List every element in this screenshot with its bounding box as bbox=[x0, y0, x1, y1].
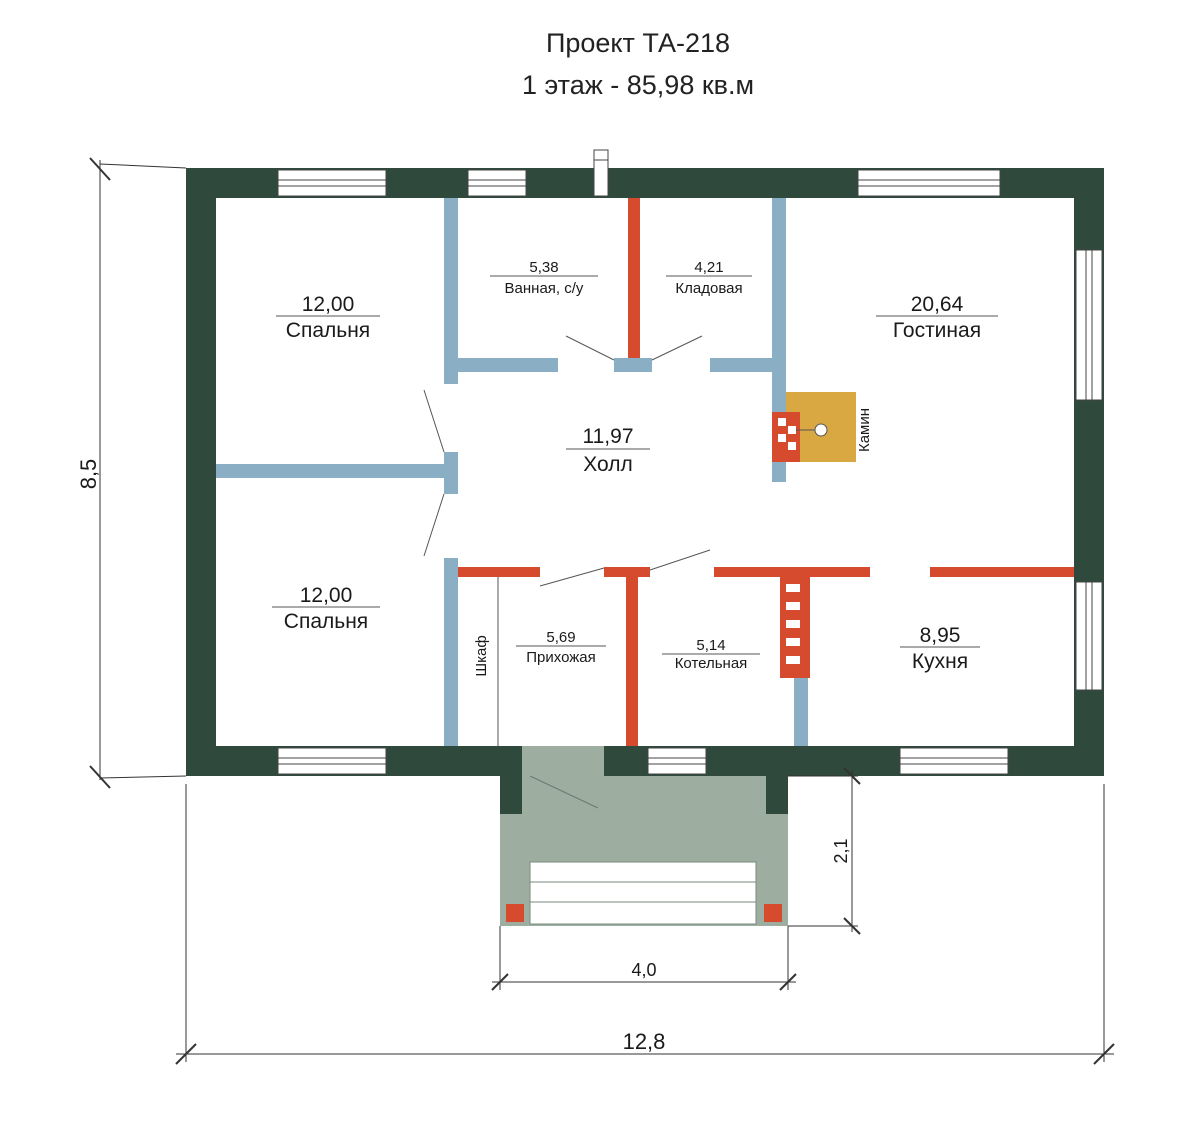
chimney-block bbox=[780, 577, 810, 678]
room-name: Котельная bbox=[675, 655, 748, 672]
dimension-porch-depth-label: 2,1 bbox=[831, 838, 851, 863]
room-name: Холл bbox=[583, 453, 633, 476]
room-name: Ванная, с/у bbox=[505, 280, 584, 297]
room-area: 8,95 bbox=[920, 624, 961, 647]
dimension-porch-depth bbox=[788, 767, 861, 935]
door-swing bbox=[651, 335, 703, 361]
room-label-storage: 4,21 Кладовая bbox=[666, 259, 752, 297]
room-area: 5,38 bbox=[529, 259, 558, 276]
door-swing bbox=[539, 567, 605, 587]
door-swing bbox=[649, 549, 711, 571]
room-area: 5,69 bbox=[546, 629, 575, 646]
partitions bbox=[216, 198, 808, 746]
brick-walls bbox=[458, 198, 1074, 746]
room-label-kitchen: 8,95 Кухня bbox=[900, 624, 980, 673]
window bbox=[277, 169, 387, 197]
door-swing bbox=[423, 493, 445, 557]
window bbox=[899, 747, 1009, 775]
porch bbox=[500, 775, 788, 926]
room-label-bedroom-bottom: 12,00 Спальня bbox=[272, 584, 380, 633]
door-swings bbox=[423, 335, 711, 587]
room-label-entrance: 5,69 Прихожая bbox=[516, 629, 606, 666]
vent-pipe bbox=[593, 149, 609, 197]
room-area: 5,14 bbox=[696, 637, 725, 654]
fireplace-label: Камин bbox=[856, 408, 873, 452]
door-swing bbox=[565, 335, 615, 361]
room-area: 12,00 bbox=[302, 293, 355, 316]
room-label-boiler: 5,14 Котельная bbox=[662, 637, 760, 672]
plan-title: Проект ТА-218 bbox=[546, 28, 730, 58]
porch-post-right bbox=[764, 904, 782, 922]
room-area: 4,21 bbox=[694, 259, 723, 276]
window bbox=[1075, 249, 1103, 401]
plan-subtitle: 1 этаж - 85,98 кв.м bbox=[522, 70, 754, 100]
room-name: Спальня bbox=[284, 610, 368, 633]
dimension-width bbox=[175, 784, 1115, 1065]
dimension-porch-width-label: 4,0 bbox=[631, 960, 656, 980]
window bbox=[857, 169, 1001, 197]
room-name: Кухня bbox=[912, 650, 968, 673]
wardrobe-label: Шкаф bbox=[473, 635, 490, 676]
room-area: 11,97 bbox=[583, 425, 634, 448]
wardrobe: Шкаф bbox=[473, 577, 499, 746]
dimension-height bbox=[89, 157, 187, 789]
fireplace: Камин bbox=[772, 392, 873, 462]
window bbox=[647, 747, 707, 775]
dimension-height-label: 8,5 bbox=[76, 459, 101, 490]
windows bbox=[277, 149, 1103, 775]
window bbox=[467, 169, 527, 197]
porch-post-left bbox=[506, 904, 524, 922]
room-name: Кладовая bbox=[675, 280, 742, 297]
room-label-living: 20,64 Гостиная bbox=[876, 293, 998, 342]
door-swing bbox=[423, 389, 445, 453]
room-label-bedroom-top: 12,00 Спальня bbox=[276, 293, 380, 342]
room-name: Прихожая bbox=[526, 649, 596, 666]
room-area: 20,64 bbox=[911, 293, 964, 316]
room-label-bathroom: 5,38 Ванная, с/у bbox=[490, 259, 598, 297]
dimension-width-label: 12,8 bbox=[623, 1029, 666, 1054]
window bbox=[277, 747, 387, 775]
room-area: 12,00 bbox=[300, 584, 353, 607]
room-name: Спальня bbox=[286, 319, 370, 342]
porch-door-swing bbox=[529, 775, 599, 809]
window bbox=[1075, 581, 1103, 691]
dimension-porch-width bbox=[491, 926, 797, 991]
room-label-hall: 11,97 Холл bbox=[566, 425, 650, 476]
room-name: Гостиная bbox=[893, 319, 981, 342]
